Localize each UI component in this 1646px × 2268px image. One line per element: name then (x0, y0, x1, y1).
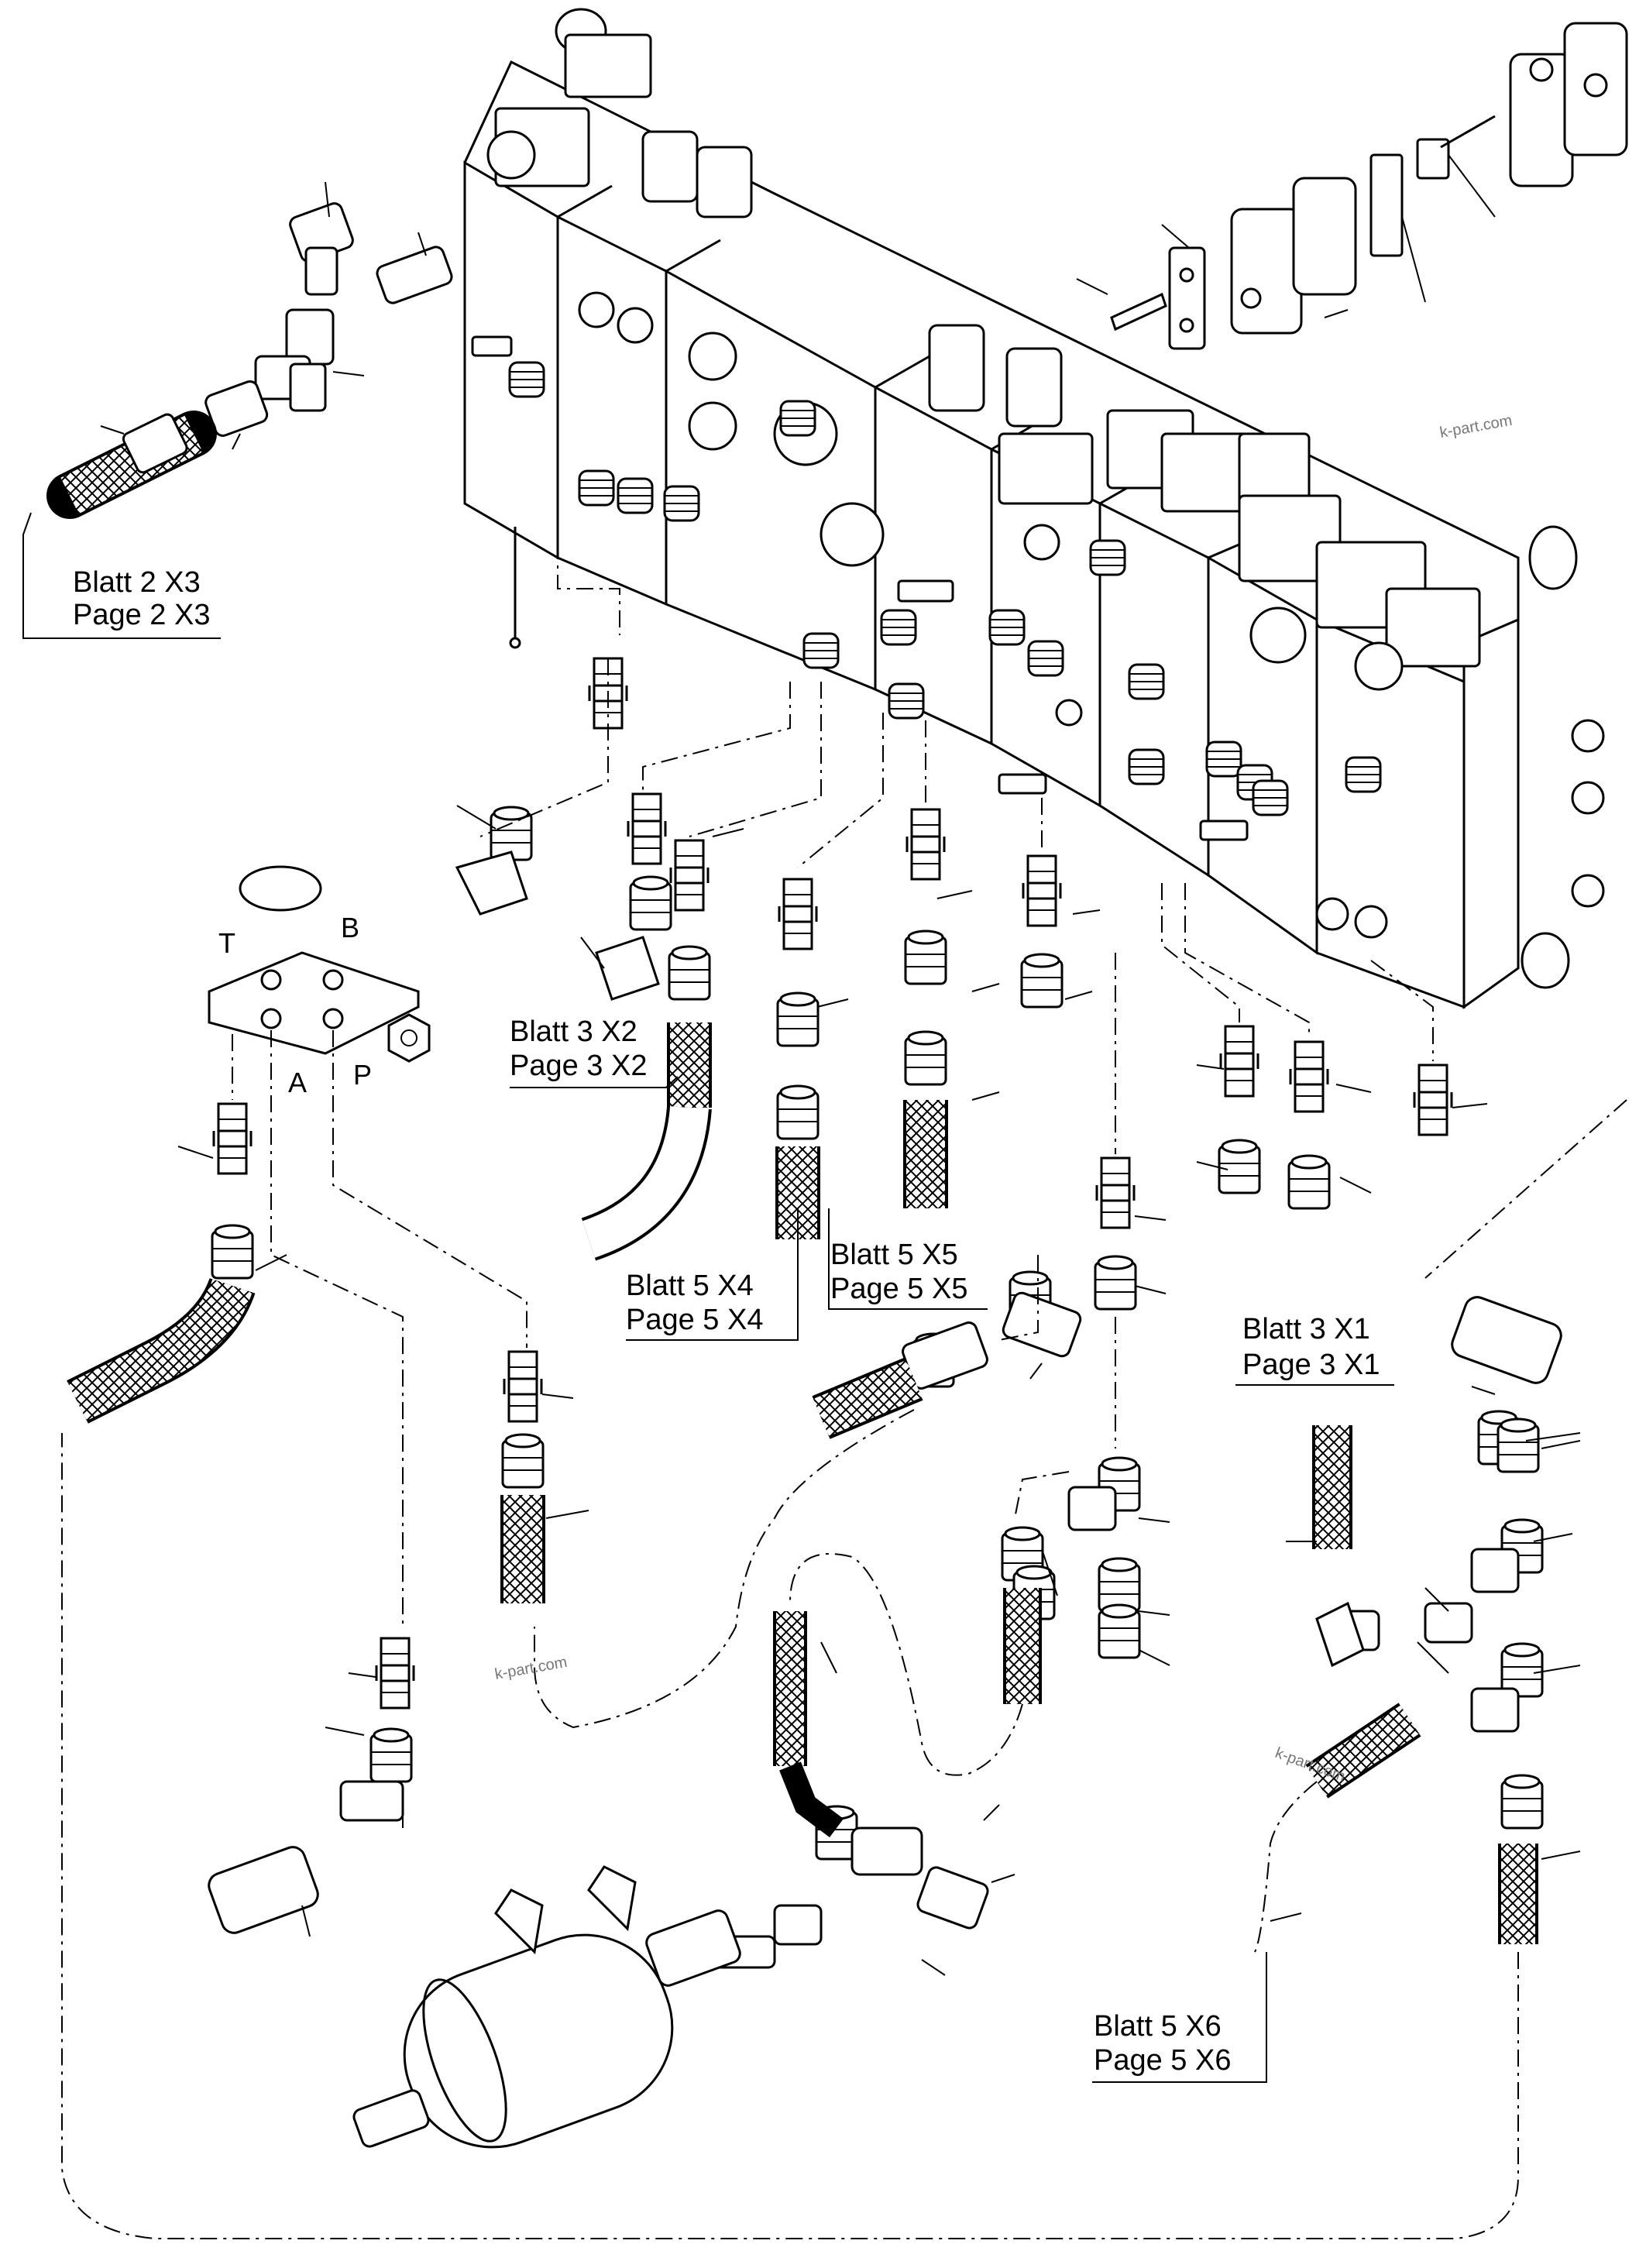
ref-line2: Page 5 X4 (626, 1304, 763, 1336)
accumulator (352, 1865, 741, 2149)
ref-line2: Page 5 X6 (1094, 2044, 1231, 2077)
hoses (67, 1022, 1538, 1944)
ref-line1: Blatt 3 X1 (1242, 1313, 1370, 1345)
ref-line2: Page 2 X3 (73, 599, 210, 631)
watermark-text: k-part.com (493, 1654, 569, 1683)
port-label-b: B (341, 912, 359, 943)
ref-line1: Blatt 3 X2 (510, 1015, 637, 1048)
mounting-parts (1110, 22, 1628, 350)
ref-line2: Page 3 X2 (510, 1050, 647, 1082)
ref-callout-page5-x5: Blatt 5 X5 Page 5 X5 (828, 1208, 988, 1310)
port-labels: T B A P (218, 912, 372, 1098)
valve-block-assembly (463, 8, 1605, 1009)
port-label-t: T (218, 927, 235, 959)
ref-callout-page3-x2: Blatt 3 X2 Page 3 X2 (510, 1015, 679, 1088)
fittings (46, 202, 1562, 1969)
ref-line1: Blatt 5 X6 (1094, 2010, 1222, 2043)
ref-line2: Page 3 X1 (1242, 1349, 1380, 1381)
ref-callout-page2-x3: Blatt 2 X3 Page 2 X3 (22, 512, 221, 639)
ref-line1: Blatt 5 X4 (626, 1270, 754, 1302)
ref-callout-page5-x6: Blatt 5 X6 Page 5 X6 (1092, 1952, 1267, 2083)
ref-line1: Blatt 5 X5 (830, 1239, 958, 1271)
ref-line2: Page 5 X5 (830, 1273, 967, 1305)
ref-line1: Blatt 2 X3 (73, 566, 201, 599)
watermark-text: k-part.com (1438, 412, 1514, 442)
connection-lines (61, 542, 1627, 2239)
leader-lines (100, 154, 1581, 1976)
ref-callout-page3-x1: Blatt 3 X1 Page 3 X1 (1235, 1313, 1394, 1386)
reference-callouts: Blatt 2 X3 Page 2 X3 Blatt 3 X2 Page 3 X… (22, 512, 1394, 2083)
ref-callout-page5-x4: Blatt 5 X4 Page 5 X4 (626, 1208, 799, 1341)
port-label-a: A (288, 1067, 307, 1098)
port-label-p: P (353, 1059, 372, 1091)
